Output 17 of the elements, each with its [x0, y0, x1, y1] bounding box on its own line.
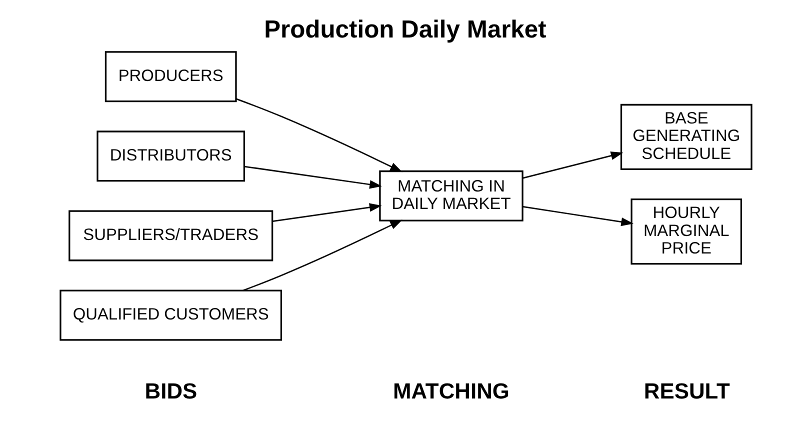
node-box: PRODUCERS: [104, 51, 237, 102]
arrow: [272, 203, 382, 222]
node-box: HOURLY MARGINAL PRICE: [630, 198, 742, 265]
node-box: MATCHING IN DAILY MARKET: [379, 170, 524, 222]
arrow: [522, 206, 634, 226]
arrow: [236, 98, 402, 172]
label: BIDS: [144, 378, 198, 404]
label: RESULT: [644, 378, 730, 404]
diagram-title: Production Daily Market: [264, 16, 546, 44]
node-box: SUPPLIERS/TRADERS: [68, 210, 274, 262]
arrow: [242, 220, 402, 292]
node-box: BASE GENERATING SCHEDULE: [620, 104, 752, 170]
node-box: QUALIFIED CUSTOMERS: [60, 290, 282, 341]
arrow: [522, 152, 624, 179]
node-box: DISTRIBUTORS: [96, 130, 246, 182]
label: MATCHING: [392, 378, 510, 404]
arrow: [244, 166, 382, 189]
